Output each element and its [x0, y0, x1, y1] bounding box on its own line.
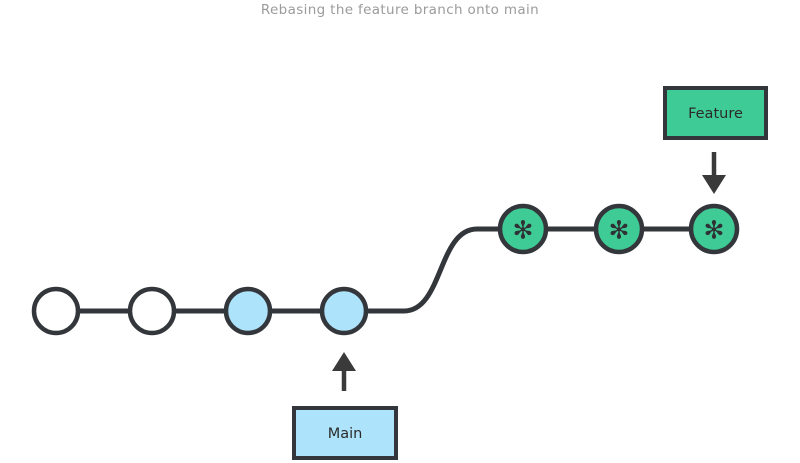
rebase-curve-connector — [363, 226, 503, 314]
asterisk-icon-1: ✻ — [513, 216, 534, 245]
feature-commit-node-2[interactable] — [593, 203, 645, 255]
feature-branch-box[interactable] — [663, 86, 768, 140]
main-pointer-arrow — [332, 352, 356, 391]
main-commit-node-3[interactable] — [223, 286, 273, 336]
main-branch-label-group[interactable]: Main — [292, 406, 398, 460]
asterisk-icon-3: ✻ — [704, 216, 725, 245]
feature-branch-label: Feature — [688, 106, 743, 122]
feature-branch-commits: ✻ ✻ ✻ — [497, 203, 740, 255]
feature-pointer-arrow — [702, 152, 726, 194]
up-arrow-head — [332, 352, 356, 371]
main-commit-node-4[interactable] — [319, 286, 369, 336]
feature-commit-node-3[interactable] — [688, 203, 740, 255]
asterisk-icon-2: ✻ — [609, 216, 630, 245]
main-branch-commits — [31, 286, 369, 336]
feature-branch-label-group[interactable]: Feature — [663, 86, 768, 140]
page-title: Rebasing the feature branch onto main — [260, 2, 540, 18]
main-branch-box[interactable] — [292, 406, 398, 460]
main-commit-node-2[interactable] — [127, 286, 177, 336]
down-arrow-head — [702, 175, 726, 194]
feature-commit-node-1[interactable] — [497, 203, 549, 255]
main-branch-label: Main — [328, 426, 363, 442]
main-commit-node-1[interactable] — [31, 286, 81, 336]
